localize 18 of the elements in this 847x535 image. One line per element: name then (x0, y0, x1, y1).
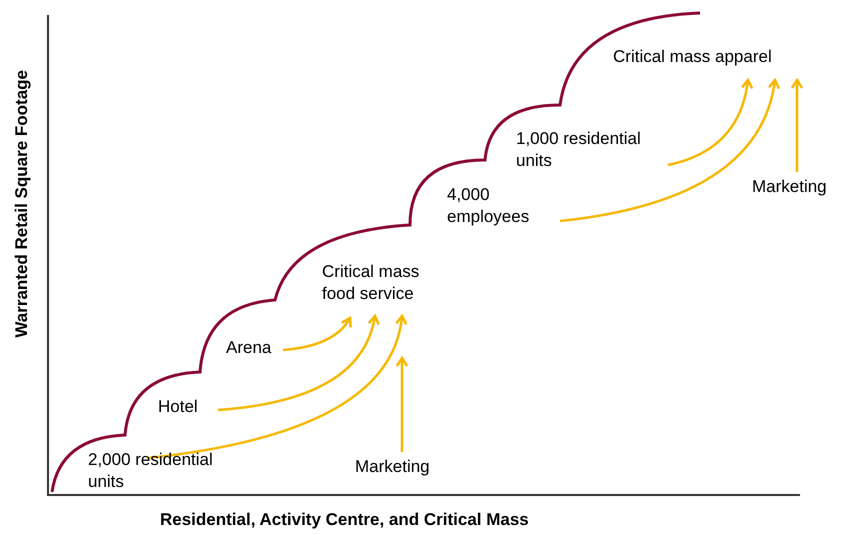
arrow (668, 78, 753, 166)
curve-annotation: Hotel (158, 396, 198, 418)
y-axis-title: Warranted Retail Square Footage (12, 70, 32, 338)
curve-annotation: Critical mass food service (322, 261, 457, 305)
curve-annotation: Critical mass apparel (613, 46, 772, 68)
arrow (148, 314, 407, 460)
arrow (282, 316, 352, 352)
curve-annotation: Arena (226, 337, 272, 359)
curve-annotation: 2,000 residential units (88, 449, 248, 493)
arrow (560, 78, 780, 222)
arrow (396, 356, 408, 452)
x-axis-title: Residential, Activity Centre, and Critical Mass (160, 510, 529, 530)
curve-annotation: 1,000 residential units (516, 128, 666, 172)
curve-annotation: Marketing (752, 176, 827, 198)
arrow (790, 78, 804, 172)
curve-annotation: 4,000 employees (447, 184, 557, 228)
curve-annotation: Marketing (355, 456, 430, 478)
arrow (218, 314, 380, 412)
